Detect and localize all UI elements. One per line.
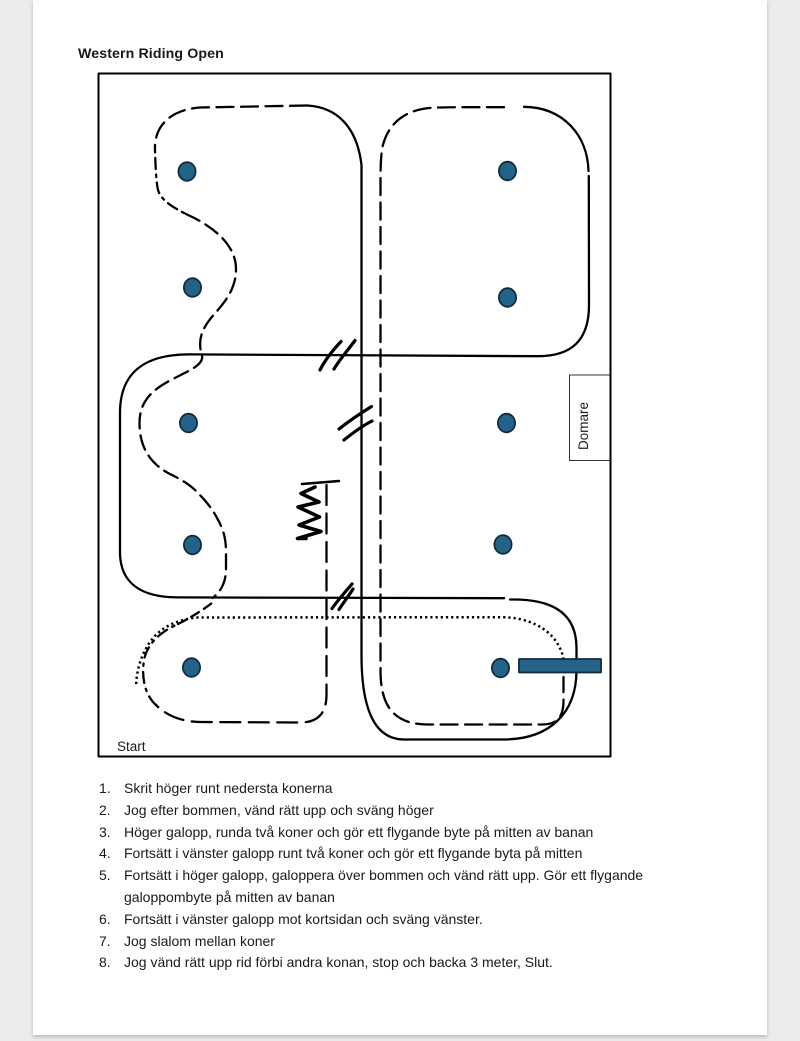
svg-text:Domare: Domare xyxy=(576,402,591,450)
svg-text:Start: Start xyxy=(117,739,146,754)
